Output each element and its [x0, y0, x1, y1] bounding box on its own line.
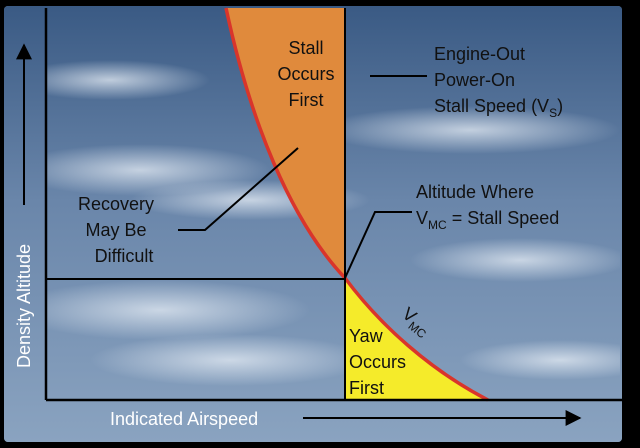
yaw-region	[345, 278, 488, 400]
stall-label-line: Occurs	[277, 64, 334, 84]
stall-label-line: Stall	[288, 38, 323, 58]
vmc-curve	[224, 7, 489, 402]
cloud	[46, 60, 210, 100]
cloud	[320, 106, 620, 154]
cloud	[46, 280, 310, 340]
x-axis-label: Indicated Airspeed	[110, 409, 258, 429]
stall-speed-annotation-line: Power-On	[434, 70, 515, 90]
yaw-label-line: Yaw	[349, 326, 384, 346]
stall-speed-annotation-line: Engine-Out	[434, 44, 525, 64]
recovery-annotation-line: May Be	[85, 220, 146, 240]
recovery-annotation-line: Difficult	[95, 246, 154, 266]
cloud	[460, 340, 620, 380]
y-axis-label: Density Altitude	[14, 244, 34, 368]
stall-region	[226, 8, 345, 278]
cloud	[90, 334, 370, 386]
yaw-label-line: Occurs	[349, 352, 406, 372]
recovery-leader	[178, 147, 299, 231]
recovery-annotation-line: Recovery	[78, 194, 154, 214]
altitude-where-leader	[344, 211, 412, 279]
yaw-label-line: First	[349, 378, 384, 398]
clouds	[46, 60, 620, 386]
altitude-where-annotation-line: VMC = Stall Speed	[416, 208, 559, 232]
stall-label-line: First	[289, 90, 324, 110]
stall-speed-annotation-line: Stall Speed (VS)	[434, 96, 563, 120]
altitude-where-annotation-line: Altitude Where	[416, 182, 534, 202]
cloud	[410, 238, 620, 282]
